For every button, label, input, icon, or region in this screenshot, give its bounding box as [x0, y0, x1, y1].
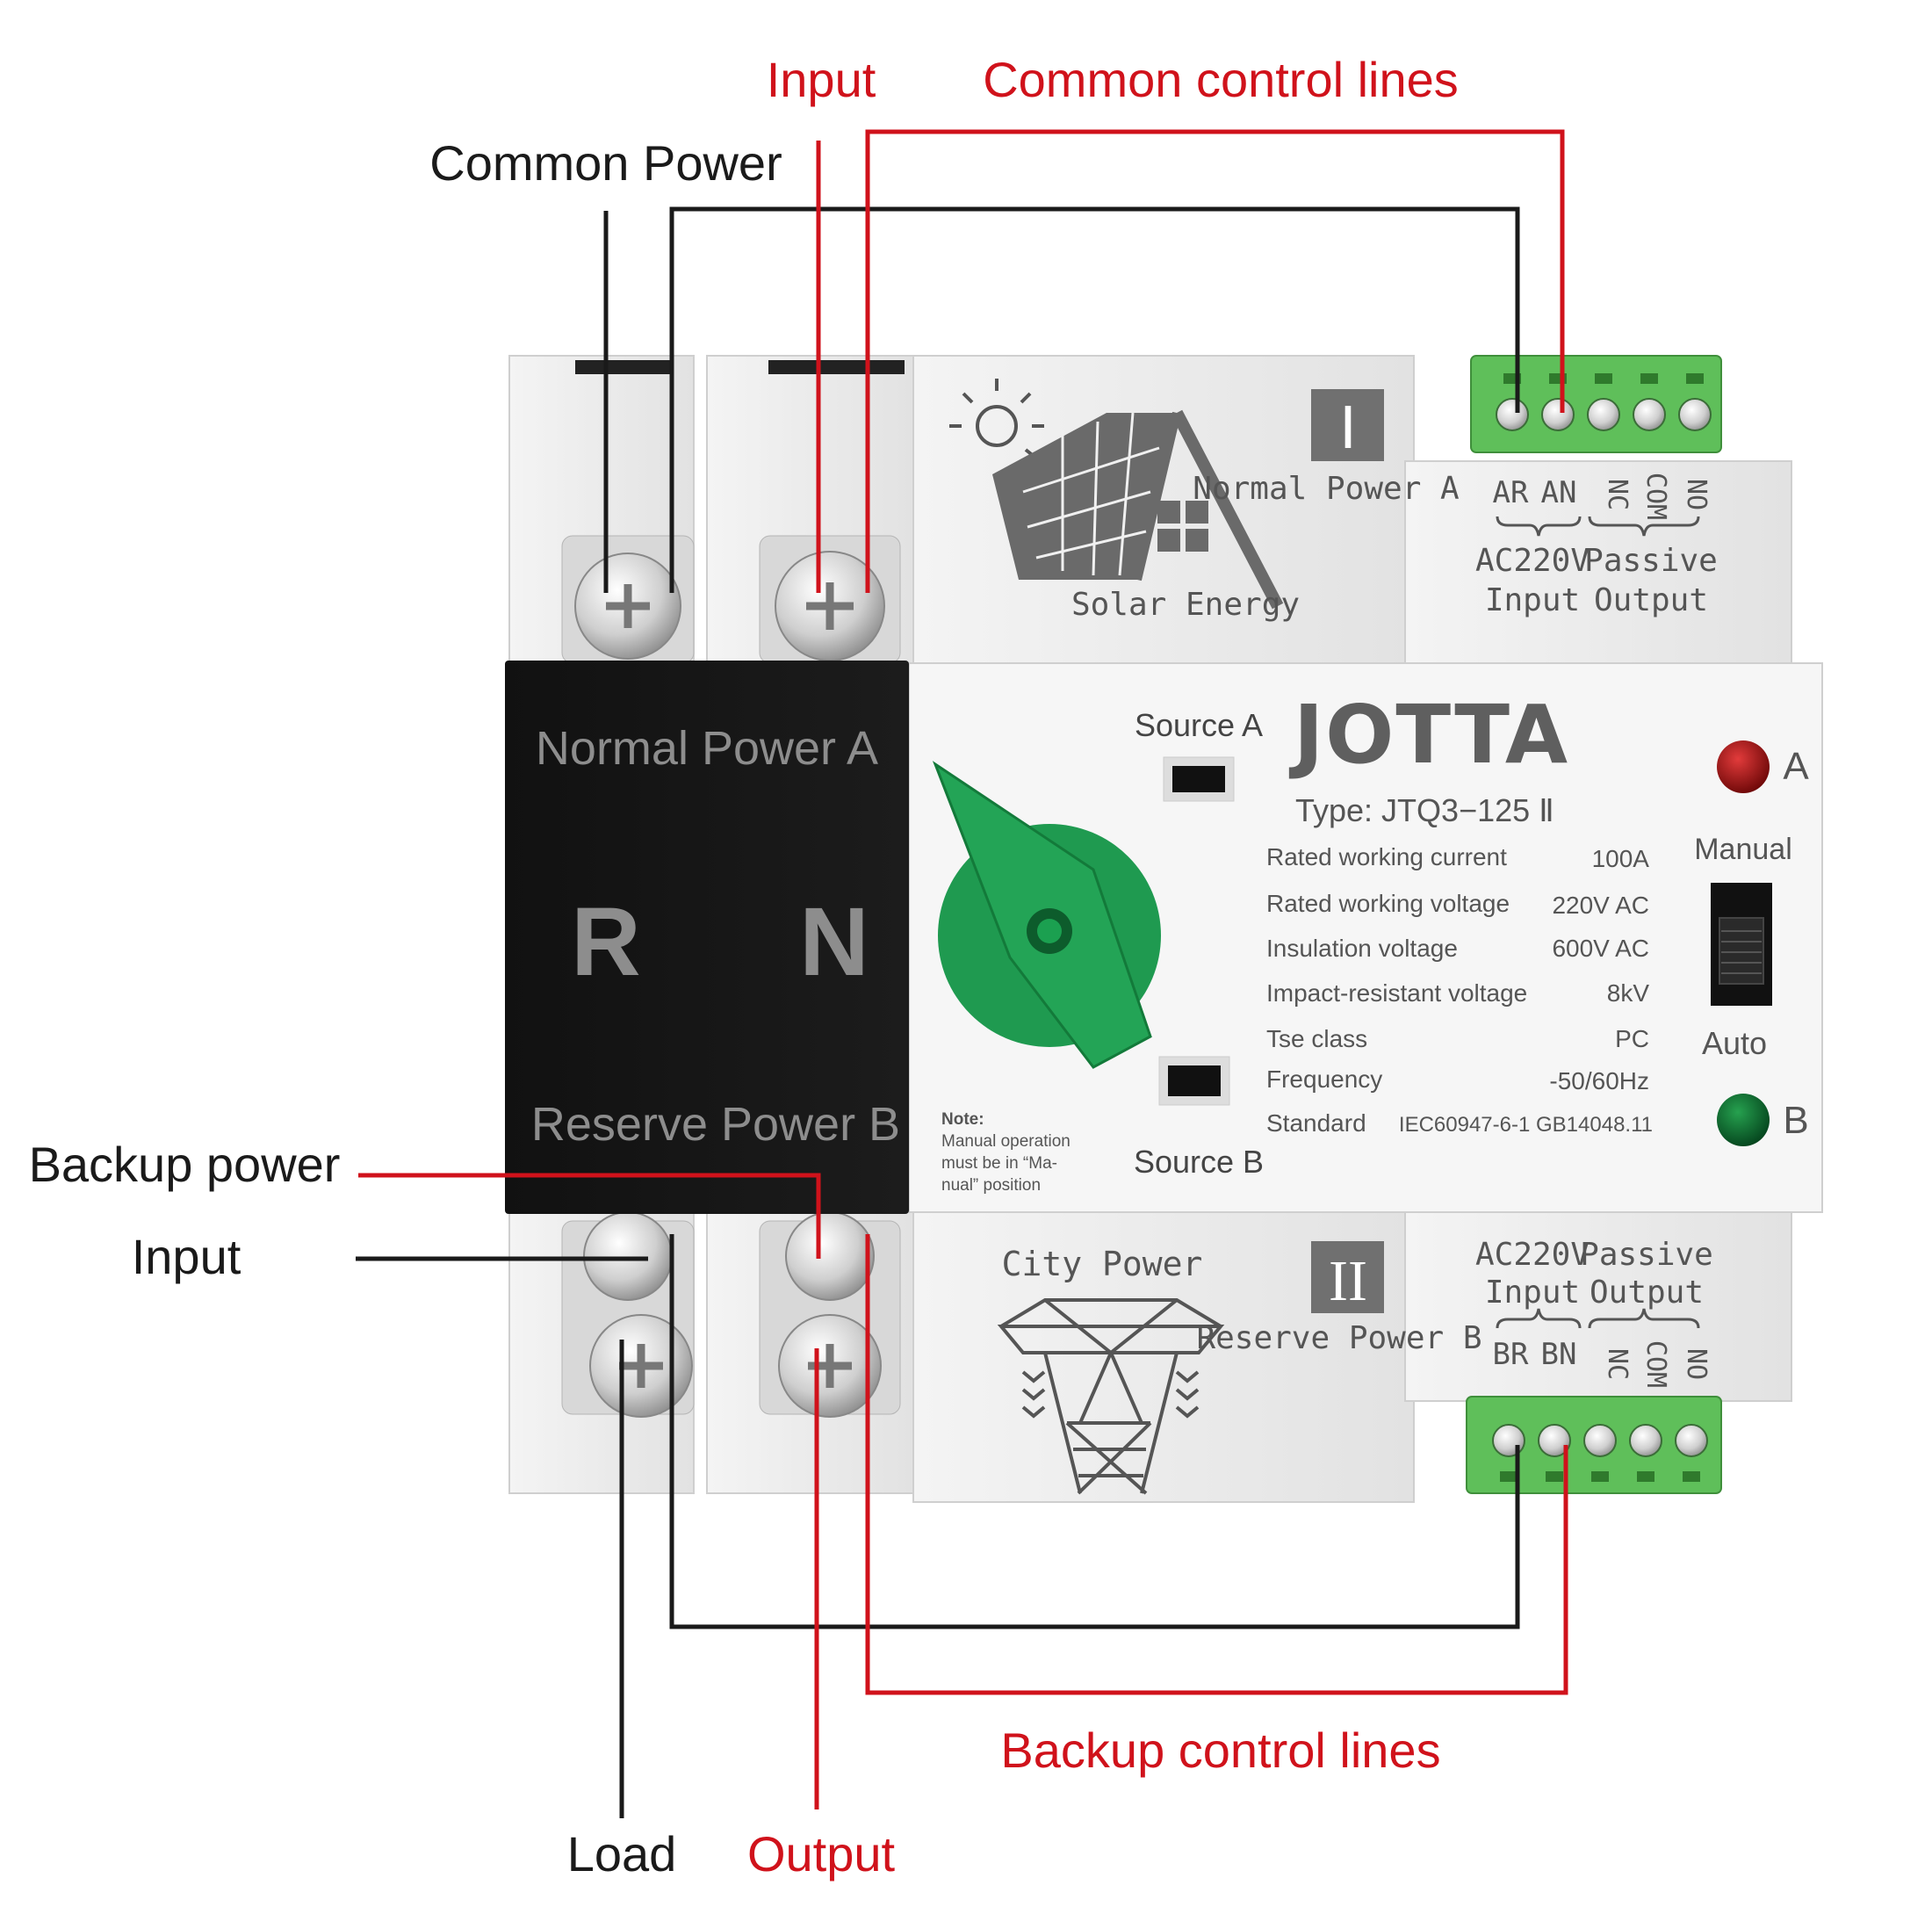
solar-house-icon: [992, 409, 1284, 610]
manual-label: Manual: [1694, 833, 1792, 866]
terminal-screws-bottom: [561, 1211, 901, 1418]
black-panel-bottom-label: Reserve Power B: [531, 1098, 900, 1151]
spec-label: Standard: [1266, 1109, 1366, 1137]
top-group2-line2: Output: [1594, 582, 1708, 618]
reserve-power-b-label: Reserve Power B: [1196, 1320, 1481, 1356]
black-panel-r: R: [571, 888, 640, 996]
spec-label: Rated working voltage: [1266, 890, 1510, 917]
type-label: Type: JTQ3−125 Ⅱ: [1295, 792, 1554, 828]
spec-label: Tse class: [1266, 1025, 1367, 1052]
backup-power-wires: [356, 1234, 1520, 1818]
svg-text:nual” position: nual” position: [941, 1176, 1041, 1195]
control-terminal-block-top: [1470, 355, 1722, 453]
backup-control-lines-callout: Backup control lines: [1000, 1723, 1440, 1778]
load-callout: Load: [567, 1826, 677, 1881]
black-panel-top-label: Normal Power A: [536, 722, 878, 775]
terminal-br-label: BR: [1493, 1337, 1529, 1372]
spec-label: Impact-resistant voltage: [1266, 979, 1527, 1007]
top-group1-line1: AC220V: [1475, 543, 1590, 579]
common-power-callout: Common Power: [429, 135, 782, 191]
terminal-no-label-b: NO: [1681, 1348, 1712, 1380]
control-terminal-block-bottom: [1466, 1396, 1722, 1494]
terminal-nc-label: NC: [1602, 479, 1633, 510]
spec-value: 100A: [1592, 845, 1650, 872]
svg-text:must be in “Ma-: must be in “Ma-: [941, 1154, 1057, 1173]
spec-value: 220V AC: [1552, 892, 1649, 919]
manual-auto-switch[interactable]: [1711, 883, 1772, 1006]
output-callout: Output: [747, 1826, 896, 1881]
top-group2-line1: Passive: [1584, 543, 1718, 579]
rotary-handle[interactable]: [932, 761, 1161, 1069]
spec-label: Insulation voltage: [1266, 935, 1458, 962]
spec-value: PC: [1615, 1025, 1649, 1052]
solar-energy-label: Solar Energy: [1071, 587, 1300, 623]
sun-icon: [949, 379, 1044, 459]
normal-power-a-label: Normal Power A: [1193, 471, 1460, 507]
spec-value: 600V AC: [1552, 935, 1649, 962]
terminal-an-label: AN: [1541, 475, 1577, 510]
terminal-com-label-b: COM: [1640, 1340, 1671, 1388]
module-roman-bottom: II: [1329, 1249, 1367, 1313]
black-panel-n: N: [799, 888, 869, 996]
spec-table: Rated working current 100A Rated working…: [1266, 843, 1653, 1137]
manual-note: Note: Manual operation must be in “Ma- n…: [941, 1110, 1071, 1195]
source-a-label: Source A: [1135, 707, 1263, 743]
input-left-callout: Input: [132, 1229, 242, 1284]
indicator-a-label: A: [1783, 745, 1809, 788]
module-roman-box-bottom: [1311, 1241, 1384, 1313]
bottom-group2-line1: Passive: [1580, 1237, 1713, 1273]
common-control-lines-callout: Common control lines: [983, 52, 1459, 107]
common-control-wires: [816, 129, 1565, 593]
terminal-ar-label: AR: [1493, 475, 1529, 510]
top-group1-line2: Input: [1485, 582, 1580, 618]
terminal-bn-label: BN: [1541, 1337, 1577, 1372]
bottom-group1-line2: Input: [1485, 1275, 1580, 1311]
source-b-label: Source B: [1134, 1144, 1264, 1180]
spec-label: Frequency: [1266, 1065, 1382, 1093]
svg-text:Manual operation: Manual operation: [941, 1132, 1071, 1151]
spec-value: 8kV: [1607, 979, 1650, 1007]
input-top-callout: Input: [767, 52, 876, 107]
indicator-led-a: [1717, 740, 1770, 793]
city-power-label: City Power: [1002, 1245, 1203, 1283]
svg-text:Note:: Note:: [941, 1110, 984, 1129]
black-panel: [505, 661, 909, 1214]
backup-power-callout: Backup power: [29, 1137, 341, 1192]
brand-logo: JOTTA: [1288, 688, 1569, 782]
module-roman-box-top: [1311, 389, 1384, 461]
terminal-no-label: NO: [1681, 479, 1712, 510]
common-power-wires: [603, 206, 1520, 593]
spec-value: IEC60947-6-1 GB14048.11: [1399, 1113, 1653, 1137]
module-roman-top: I: [1339, 393, 1356, 461]
indicator-led-b: [1717, 1094, 1770, 1146]
bottom-group2-line2: Output: [1590, 1275, 1704, 1311]
auto-label: Auto: [1702, 1025, 1767, 1061]
bottom-group1-line1: AC220V: [1475, 1237, 1590, 1273]
spec-value: -50/60Hz: [1549, 1067, 1649, 1094]
terminal-nc-label-b: NC: [1602, 1348, 1633, 1380]
backup-control-wires: [358, 1173, 1568, 1809]
terminal-screws-top: [561, 535, 901, 664]
indicator-b-label: B: [1783, 1099, 1808, 1142]
spec-label: Rated working current: [1266, 843, 1507, 870]
terminal-com-label: COM: [1640, 473, 1671, 520]
power-tower-icon: [997, 1298, 1225, 1495]
